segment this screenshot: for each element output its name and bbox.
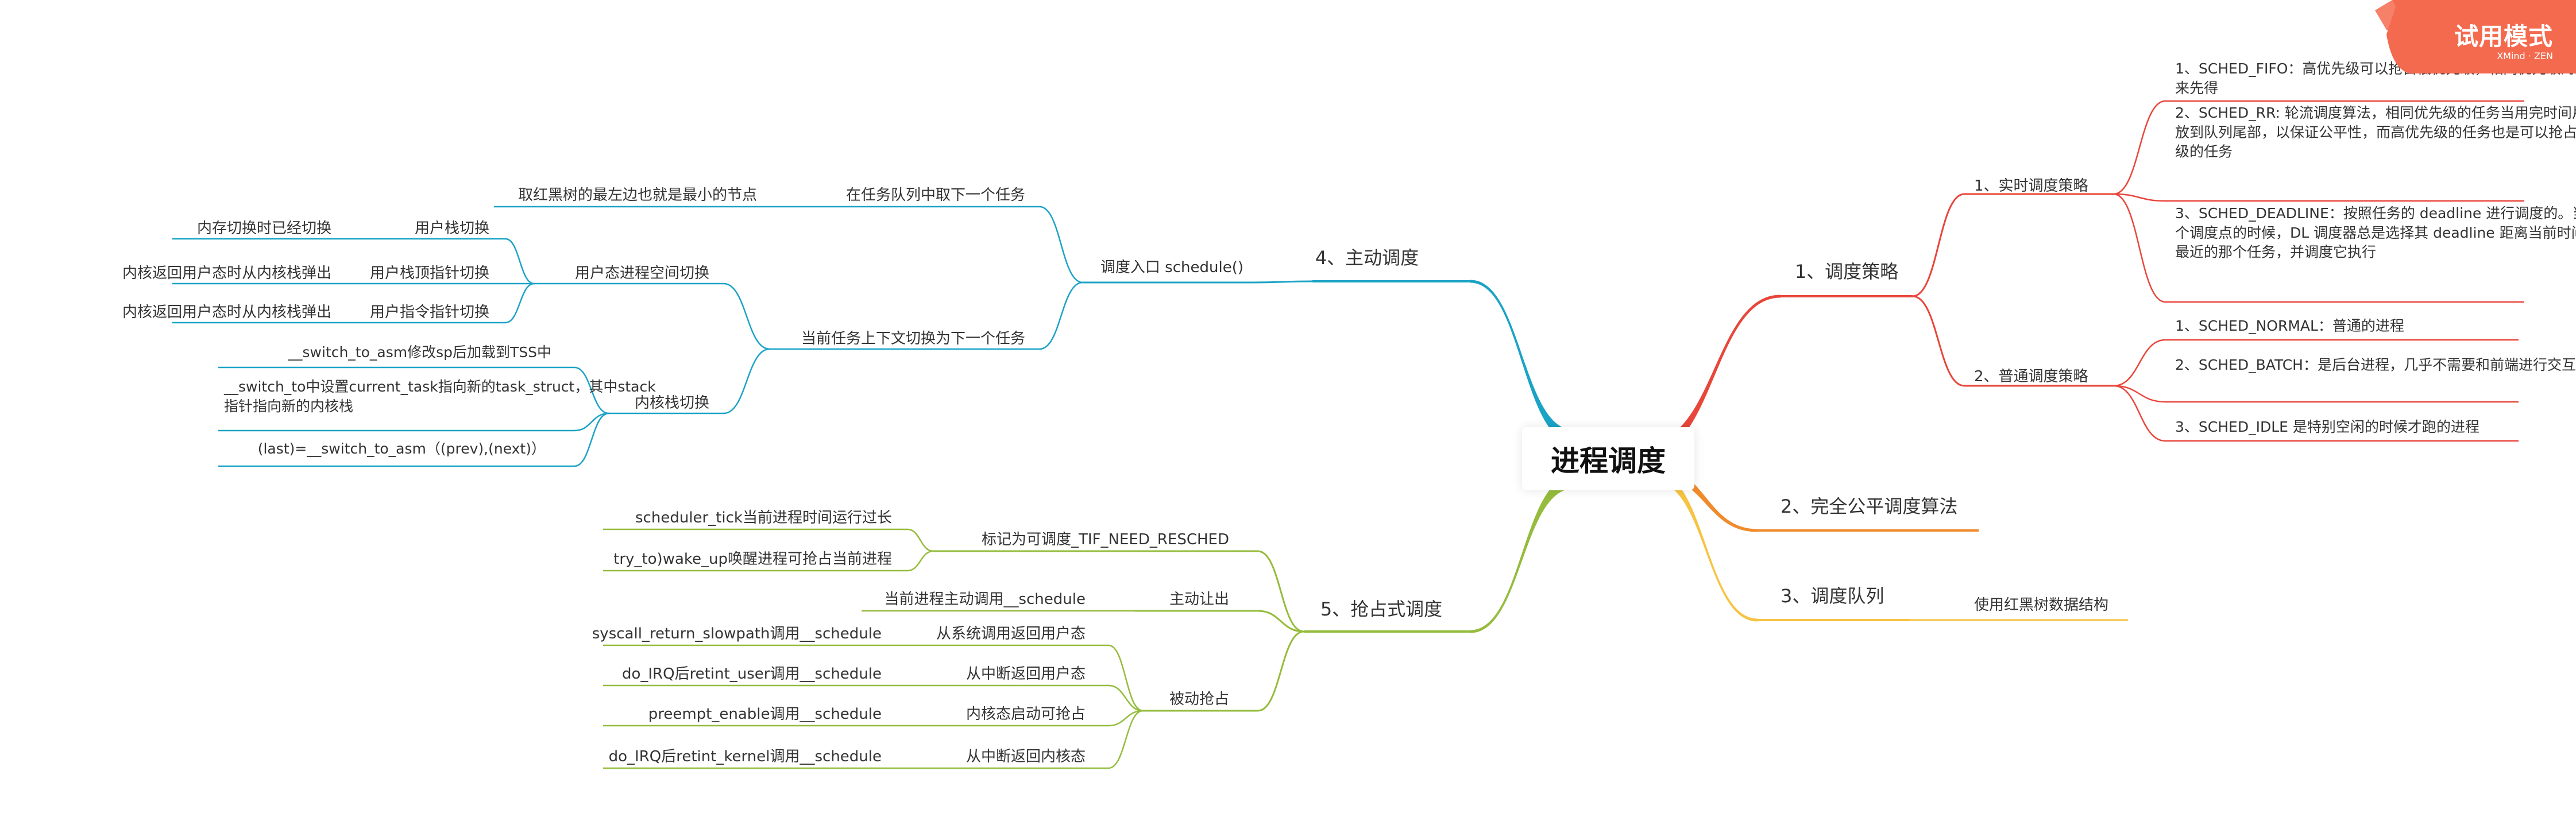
trial-badge-shape [2375,0,2576,38]
branch-1-1-label[interactable]: 1、实时调度策略 [1974,177,2088,195]
leaf-5-2-1[interactable]: 当前进程主动调用__schedule [884,591,1086,608]
branch-5-3-4-label[interactable]: 从中断返回内核态 [966,748,1086,765]
branch-4-1-2-1-1-link [504,238,535,285]
leaf-4-1-2-2-2[interactable]: __switch_to中设置current_task指向新的task_struc… [223,378,656,415]
branch-line-4 [1470,280,1574,443]
leaf-4-1-1-1[interactable]: 取红黑树的最左边也就是最小的节点 [518,187,757,204]
leaf-1-1-3-link [2112,193,2166,303]
branch-5-3-1-link [1107,644,1144,712]
branch-5-label[interactable]: 5、抢占式调度 [1320,598,1442,620]
branch-4-1-2-link [1038,281,1084,350]
branch-5-3-3-label[interactable]: 内核态启动可抢占 [966,706,1086,723]
root-topic[interactable]: 进程调度 [1522,427,1694,490]
branch-5-3-link [1257,630,1305,712]
branch-1-label[interactable]: 1、调度策略 [1795,261,1898,282]
branch-4-1-1-link [1038,206,1084,284]
branch-2-label[interactable]: 2、完全公平调度算法 [1781,495,1957,517]
branch-4-1-2-1-1-label[interactable]: 用户栈切换 [415,220,489,237]
branch-4-1-2-1-3-link [504,282,535,324]
leaf-5-1-2-link [906,550,934,572]
leaf-1-1-2-link [2112,193,2166,202]
leaf-1-2-1[interactable]: 1、SCHED_NORMAL：普通的进程 [2175,317,2404,334]
branch-5-3-2-link [1107,684,1144,712]
branch-5-3-label[interactable]: 被动抢占 [1169,691,1229,708]
leaf-5-3-2[interactable]: do_IRQ后retint_user调用__schedule [622,665,882,683]
leaf-4-1-2-2-1-link [573,366,610,415]
branch-line-3 [1654,471,1758,622]
leaf-1-2-1-link [2112,339,2166,387]
leaf-1-1-3[interactable]: 3、SCHED_DEADLINE：按照任务的 deadline 进行调度的。当产… [2175,205,2576,261]
branch-5-3-4-link [1107,710,1144,769]
leaf-1-2-2[interactable]: 2、SCHED_BATCH：是后台进程，几乎不需要和前端进行交互 [2175,357,2576,373]
branch-4-1-2-1-link [723,282,771,350]
branch-4-1-2-1-2-label[interactable]: 用户栈顶指针切换 [370,265,489,282]
leaf-1-2-2-link [2112,385,2166,403]
branch-1-2-label[interactable]: 2、普通调度策略 [1974,368,2088,385]
branch-4-1-link [1251,280,1314,284]
leaf-1-1-1-link [2112,100,2166,195]
branch-5-2-link [1257,610,1305,633]
leaf-5-1-1[interactable]: scheduler_tick当前进程时间运行过长 [635,509,892,526]
leaf-1-2-3-link [2112,385,2166,442]
branch-line-1 [1648,295,1781,454]
leaf-3-1[interactable]: 使用红黑树数据结构 [1974,597,2108,614]
branch-line-2 [1654,466,1758,532]
leaf-1-1-2[interactable]: 2、SCHED_RR: 轮流调度算法，相同优先级的任务当用完时间片会被放到队列尾… [2175,104,2576,160]
leaf-5-1-2[interactable]: try_to)wake_up唤醒进程可抢占当前进程 [613,551,892,568]
branch-4-1-2-2-link [723,348,771,415]
branch-4-1-2-label[interactable]: 当前任务上下文切换为下一个任务 [801,330,1025,347]
leaf-4-1-2-1-2[interactable]: 内核返回用户态时从内核栈弹出 [122,265,331,282]
branch-5-3-3-link [1107,710,1144,727]
leaf-4-1-2-2-2-link [573,412,610,432]
branch-5-3-2-label[interactable]: 从中断返回用户态 [966,665,1086,683]
leaf-5-1-1-link [906,528,934,552]
leaf-5-3-4[interactable]: do_IRQ后retint_kernel调用__schedule [609,748,882,765]
branch-5-3-1-label[interactable]: 从系统调用返回用户态 [936,625,1086,642]
branch-4-1-2-1-3-label[interactable]: 用户指令指针切换 [370,304,489,321]
branch-line-5 [1470,476,1574,633]
root-topic-label: 进程调度 [1551,444,1666,478]
leaf-4-1-2-2-3[interactable]: (last)=__switch_to_asm（(prev),(next)） [258,440,546,457]
branch-4-1-1-label[interactable]: 在任务队列中取下一个任务 [846,187,1025,204]
leaf-4-1-2-2-3-link [573,412,610,467]
leaf-1-2-3[interactable]: 3、SCHED_IDLE 是特别空闲的时候才跑的进程 [2175,419,2480,435]
branch-1-2-link [1911,295,1965,387]
branch-4-label[interactable]: 4、主动调度 [1315,247,1419,269]
trial-mode-badge [2375,0,2576,38]
leaf-5-3-3[interactable]: preempt_enable调用__schedule [648,706,882,723]
branch-4-1-2-1-label[interactable]: 用户态进程空间切换 [575,265,709,282]
leaf-5-3-1[interactable]: syscall_return_slowpath调用__schedule [592,625,882,642]
branch-1-1-link [1911,193,1965,297]
branch-5-1-link [1257,550,1305,633]
branch-4-1-label[interactable]: 调度入口 schedule() [1100,259,1243,276]
branch-5-2-label[interactable]: 主动让出 [1169,591,1229,608]
leaf-1-1-1[interactable]: 1、SCHED_FIFO：高优先级可以抢占低优先级，相同优先级的遵循先来先得 [2175,60,2576,96]
branch-4-1-2-2-label[interactable]: 内核栈切换 [635,394,709,412]
branch-5-1-label[interactable]: 标记为可调度_TIF_NEED_RESCHED [982,531,1229,548]
branch-3-label[interactable]: 3、调度队列 [1781,585,1884,607]
leaf-4-1-2-2-1[interactable]: __switch_to_asm修改sp后加载到TSS中 [287,344,551,361]
leaf-4-1-2-1-1[interactable]: 内存切换时已经切换 [197,220,331,237]
leaf-4-1-2-1-3[interactable]: 内核返回用户态时从内核栈弹出 [122,304,331,321]
